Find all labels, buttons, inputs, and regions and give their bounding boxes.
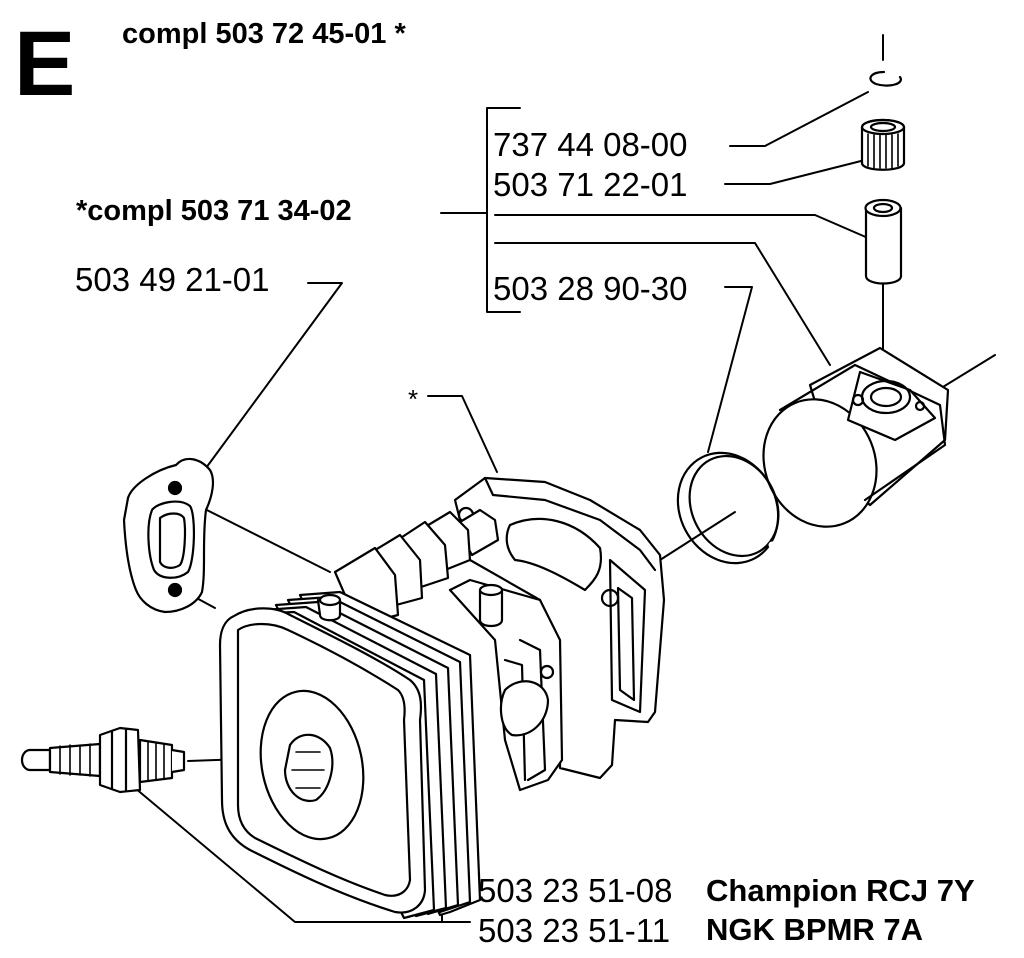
cylinder bbox=[220, 478, 664, 918]
leader-piston bbox=[495, 243, 830, 365]
section-letter: E bbox=[14, 13, 76, 115]
cooling-fins bbox=[335, 510, 498, 625]
part-number-spark-plug-champion: 503 23 51-08 bbox=[478, 872, 673, 909]
subassembly-bracket bbox=[487, 108, 520, 312]
leader-cylinder bbox=[428, 396, 497, 472]
leader-spark-plug bbox=[135, 788, 470, 922]
leader-needle-bearing bbox=[725, 160, 865, 184]
part-number-retaining-ring: 737 44 08-00 bbox=[493, 126, 688, 163]
spark-plug-brand-ngk: NGK BPMR 7A bbox=[706, 912, 924, 947]
spark-plug bbox=[22, 728, 184, 792]
needle-bearing bbox=[862, 120, 904, 170]
retaining-ring bbox=[870, 72, 900, 86]
leader-piston-pin bbox=[495, 215, 868, 238]
piston bbox=[745, 348, 948, 544]
intake-gasket bbox=[124, 459, 213, 612]
part-number-needle-bearing: 503 71 22-01 bbox=[493, 166, 688, 203]
part-number-spark-plug-ngk: 503 23 51-11 bbox=[478, 912, 671, 949]
axis-ring-to-cyl bbox=[660, 512, 735, 560]
assembly-label: compl 503 72 45-01 * bbox=[122, 18, 406, 50]
leader-retaining-ring bbox=[730, 92, 868, 146]
leader-gasket bbox=[206, 283, 342, 468]
spark-plug-hole bbox=[247, 681, 376, 849]
axis-piston-right bbox=[938, 355, 995, 390]
cylinder-marker: * bbox=[408, 384, 419, 414]
leader-piston-ring bbox=[708, 287, 752, 452]
part-number-gasket: 503 49 21-01 bbox=[75, 261, 270, 298]
part-number-piston-ring: 503 28 90-30 bbox=[493, 270, 688, 307]
piston-ring bbox=[659, 435, 797, 581]
subassembly-label: *compl 503 71 34-02 bbox=[76, 195, 352, 227]
piston-pin bbox=[866, 200, 902, 284]
axis-gasket-left bbox=[183, 498, 330, 572]
spark-plug-brand-champion: Champion RCJ 7Y bbox=[706, 873, 975, 908]
